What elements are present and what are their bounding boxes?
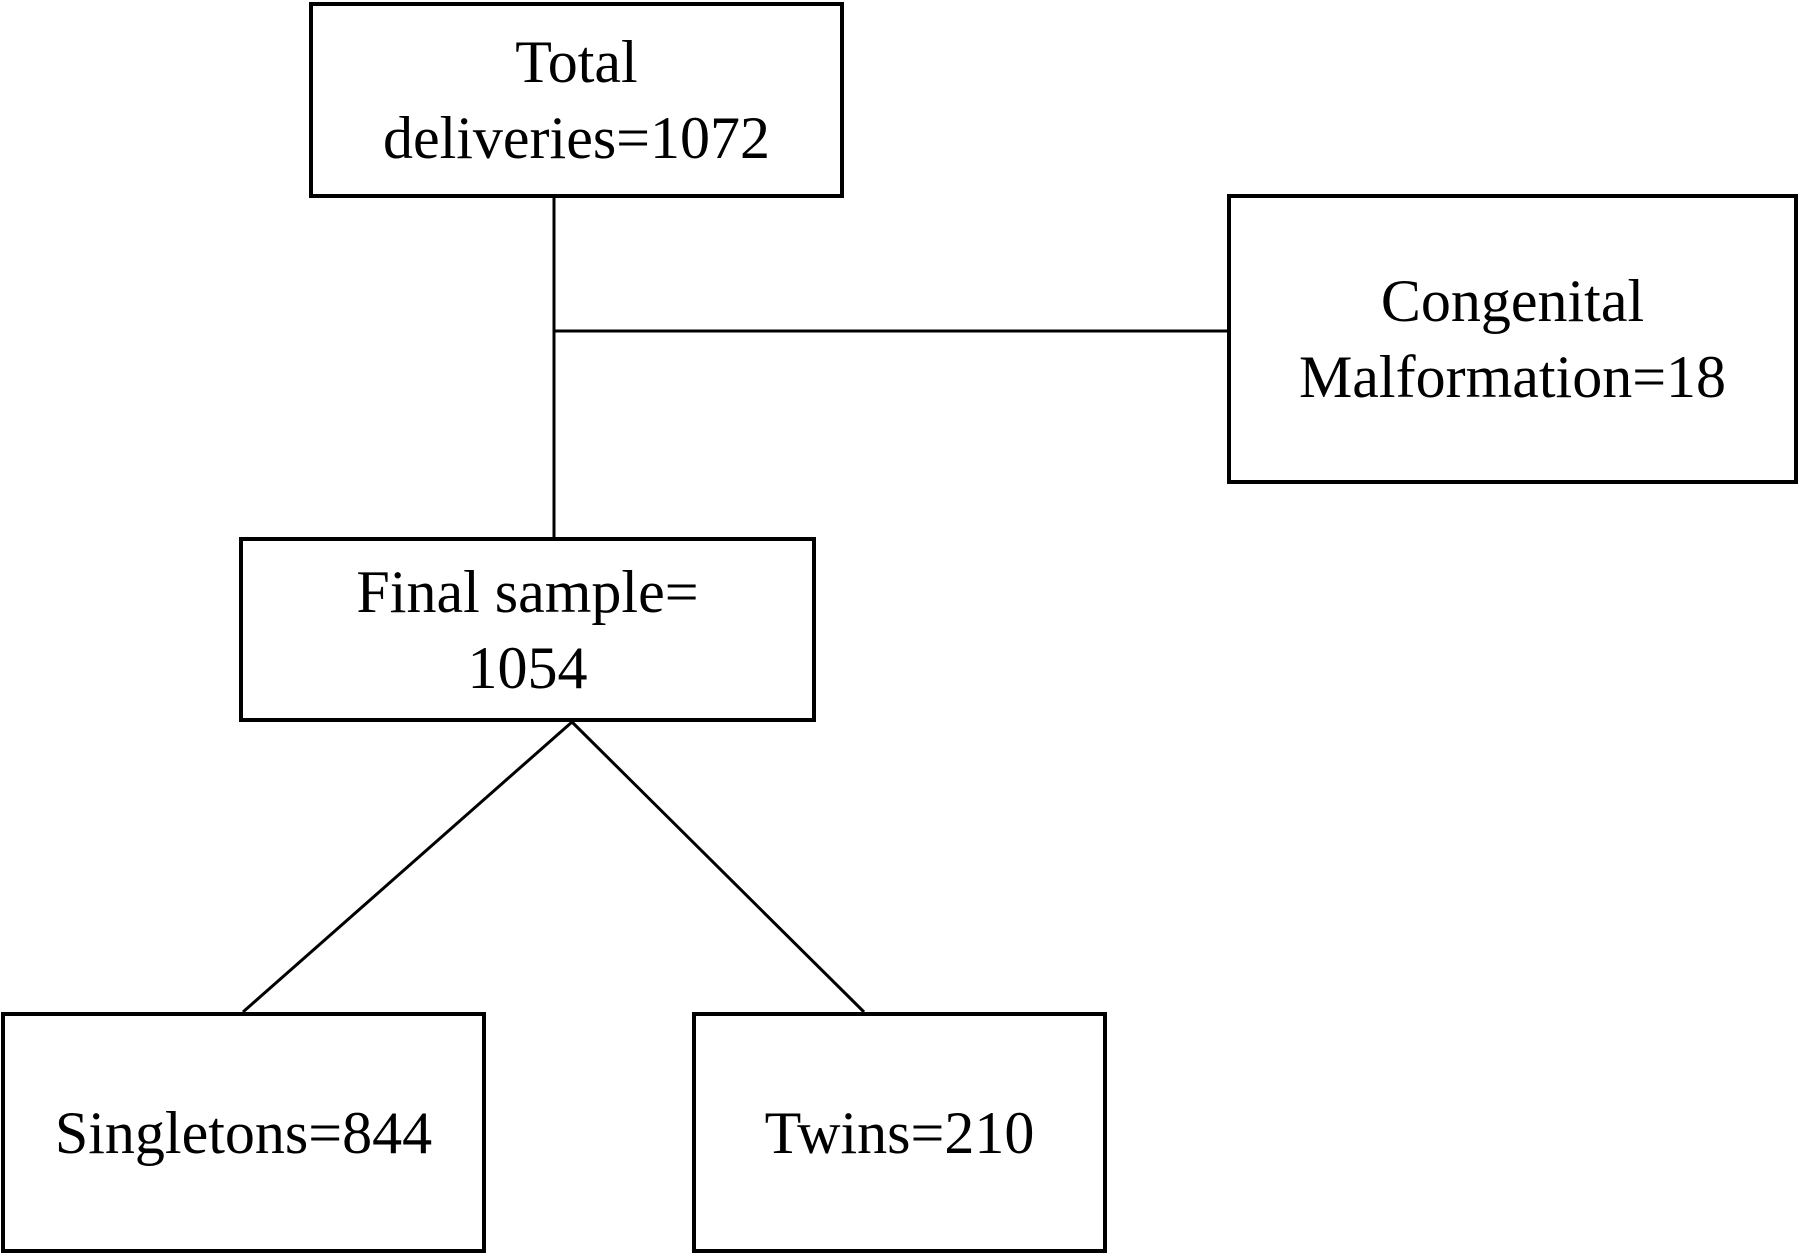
congenital-malformation-label: Congenital Malformation=18 xyxy=(1298,268,1727,410)
connector-final-to-singletons xyxy=(242,720,573,1014)
connector-final-to-twins xyxy=(570,720,866,1014)
singletons-box: Singletons=844 xyxy=(1,1012,486,1253)
singletons-label: Singletons=844 xyxy=(54,1099,433,1166)
final-sample-label: Final sample= 1054 xyxy=(356,558,699,701)
twins-label: Twins=210 xyxy=(764,1099,1035,1166)
final-sample-box: Final sample= 1054 xyxy=(239,537,816,722)
total-deliveries-box: Total deliveries=1072 xyxy=(309,2,844,198)
congenital-malformation-box: Congenital Malformation=18 xyxy=(1227,194,1798,484)
total-deliveries-label: Total deliveries=1072 xyxy=(382,29,771,171)
twins-box: Twins=210 xyxy=(692,1012,1107,1253)
